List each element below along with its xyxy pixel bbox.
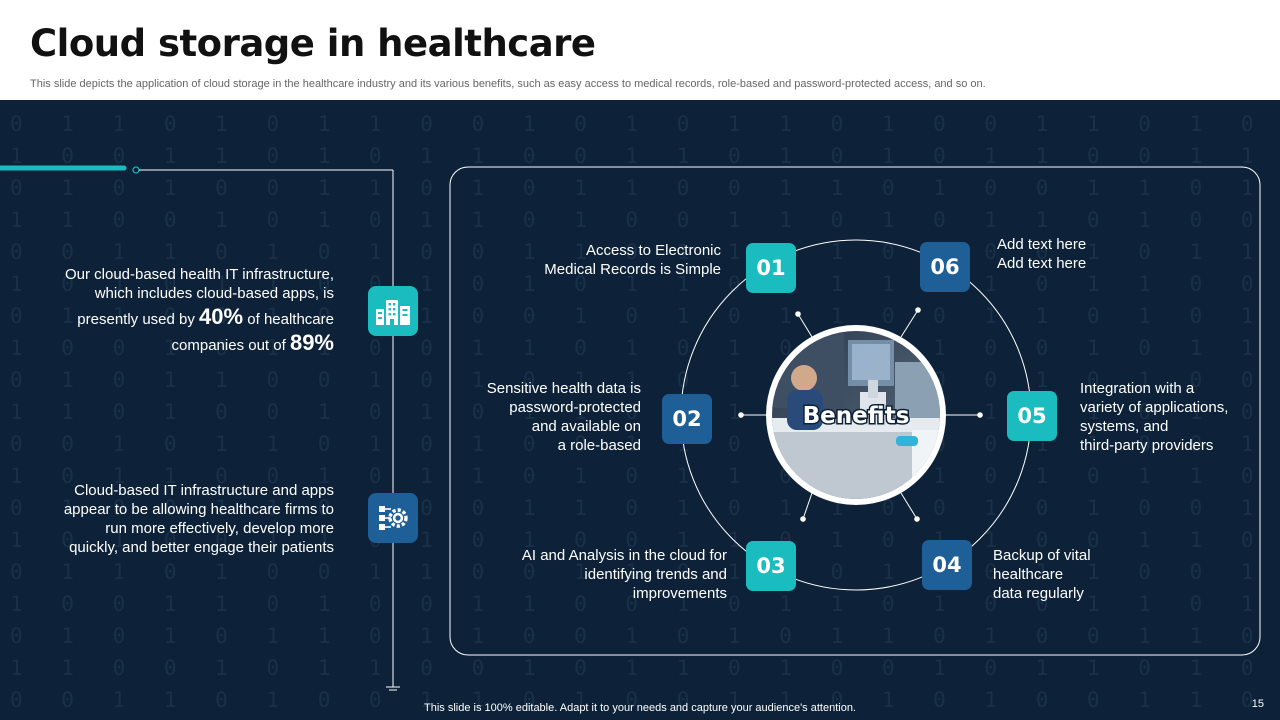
benefit-02-line-1: Sensitive health data is <box>486 380 641 397</box>
center-label: Benefits <box>803 403 910 429</box>
footer-note: This slide is 100% editable. Adapt it to… <box>424 702 856 714</box>
benefit-text-05: Integration with a variety of applicatio… <box>1080 379 1255 455</box>
benefit-02-line-2: password-protected <box>509 399 641 416</box>
benefit-05-line-2: variety of applications, <box>1080 399 1229 416</box>
benefit-number-03: 03 <box>746 541 796 591</box>
benefit-02-line-4: a role-based <box>557 437 641 454</box>
content-area: 0 1 1 0 1 0 1 1 0 0 1 0 1 0 1 1 0 1 0 0 … <box>0 100 1280 720</box>
stat-line-3: presently used by 40% of healthcare <box>30 304 334 329</box>
spoke-dots <box>738 307 983 522</box>
benefit-03-line-3: improvements <box>632 585 727 602</box>
benefit-number-01: 01 <box>746 243 796 293</box>
lab-photo <box>772 331 940 499</box>
stat-line-3-post: of healthcare <box>247 311 334 328</box>
benefit-06-line-1: Add text here <box>997 236 1087 253</box>
para2-line-2: appear to be allowing healthcare firms t… <box>63 501 334 518</box>
stat-line-2: which includes cloud-based apps, is <box>94 285 334 302</box>
benefit-04-line-3: data regularly <box>993 585 1084 602</box>
benefit-number-04: 04 <box>922 540 972 590</box>
slide-header: Cloud storage in healthcare This slide d… <box>0 0 1280 100</box>
stat-line-1: Our cloud-based health IT infrastructure… <box>64 266 334 283</box>
benefit-text-02: Sensitive health data is password-protec… <box>440 379 641 455</box>
stat-value-89: 89% <box>289 330 334 355</box>
benefit-05-line-1: Integration with a <box>1080 380 1195 397</box>
benefit-text-01: Access to Electronic Medical Records is … <box>500 241 721 279</box>
benefit-02-line-3: and available on <box>531 418 641 435</box>
benefit-03-line-2: identifying trends and <box>584 566 727 583</box>
benefit-number-06: 06 <box>920 242 970 292</box>
benefit-number-05: 05 <box>1007 391 1057 441</box>
building-icon <box>368 286 418 336</box>
gear-process-icon <box>368 493 418 543</box>
stat-line-3-pre: presently used by <box>77 311 195 328</box>
benefit-01-line-1: Access to Electronic <box>585 242 721 259</box>
benefit-text-04: Backup of vital healthcare data regularl… <box>993 546 1193 603</box>
stat-value-40: 40% <box>199 304 244 329</box>
left-connector-lines <box>0 165 400 691</box>
stat-paragraph: Our cloud-based health IT infrastructure… <box>30 265 334 355</box>
para2-line-3: run more effectively, develop more <box>105 520 334 537</box>
slide-title: Cloud storage in healthcare <box>30 22 596 65</box>
benefit-text-03: AI and Analysis in the cloud for identif… <box>470 546 727 603</box>
benefit-number-02: 02 <box>662 394 712 444</box>
benefit-text-06: Add text here Add text here <box>997 235 1197 273</box>
spokes <box>741 309 980 520</box>
benefits-diagram: Benefits <box>449 166 1261 656</box>
infrastructure-paragraph: Cloud-based IT infrastructure and apps a… <box>20 481 334 557</box>
benefit-05-line-4: third-party providers <box>1080 437 1214 454</box>
benefit-03-line-1: AI and Analysis in the cloud for <box>521 547 727 564</box>
benefits-panel-border <box>449 166 1261 656</box>
benefit-06-line-2: Add text here <box>997 255 1087 272</box>
para2-line-1: Cloud-based IT infrastructure and apps <box>74 482 334 499</box>
benefit-04-line-1: Backup of vital <box>993 547 1091 564</box>
stat-line-4: companies out of 89% <box>30 330 334 355</box>
para2-line-4: quickly, and better engage their patient… <box>69 539 334 556</box>
stat-line-4-pre: companies out of <box>171 337 286 354</box>
benefit-04-line-2: healthcare <box>993 566 1064 583</box>
benefit-05-line-3: systems, and <box>1080 418 1169 435</box>
page-number: 15 <box>1251 698 1264 710</box>
benefit-01-line-2: Medical Records is Simple <box>544 261 721 278</box>
slide-subtitle: This slide depicts the application of cl… <box>30 78 986 90</box>
